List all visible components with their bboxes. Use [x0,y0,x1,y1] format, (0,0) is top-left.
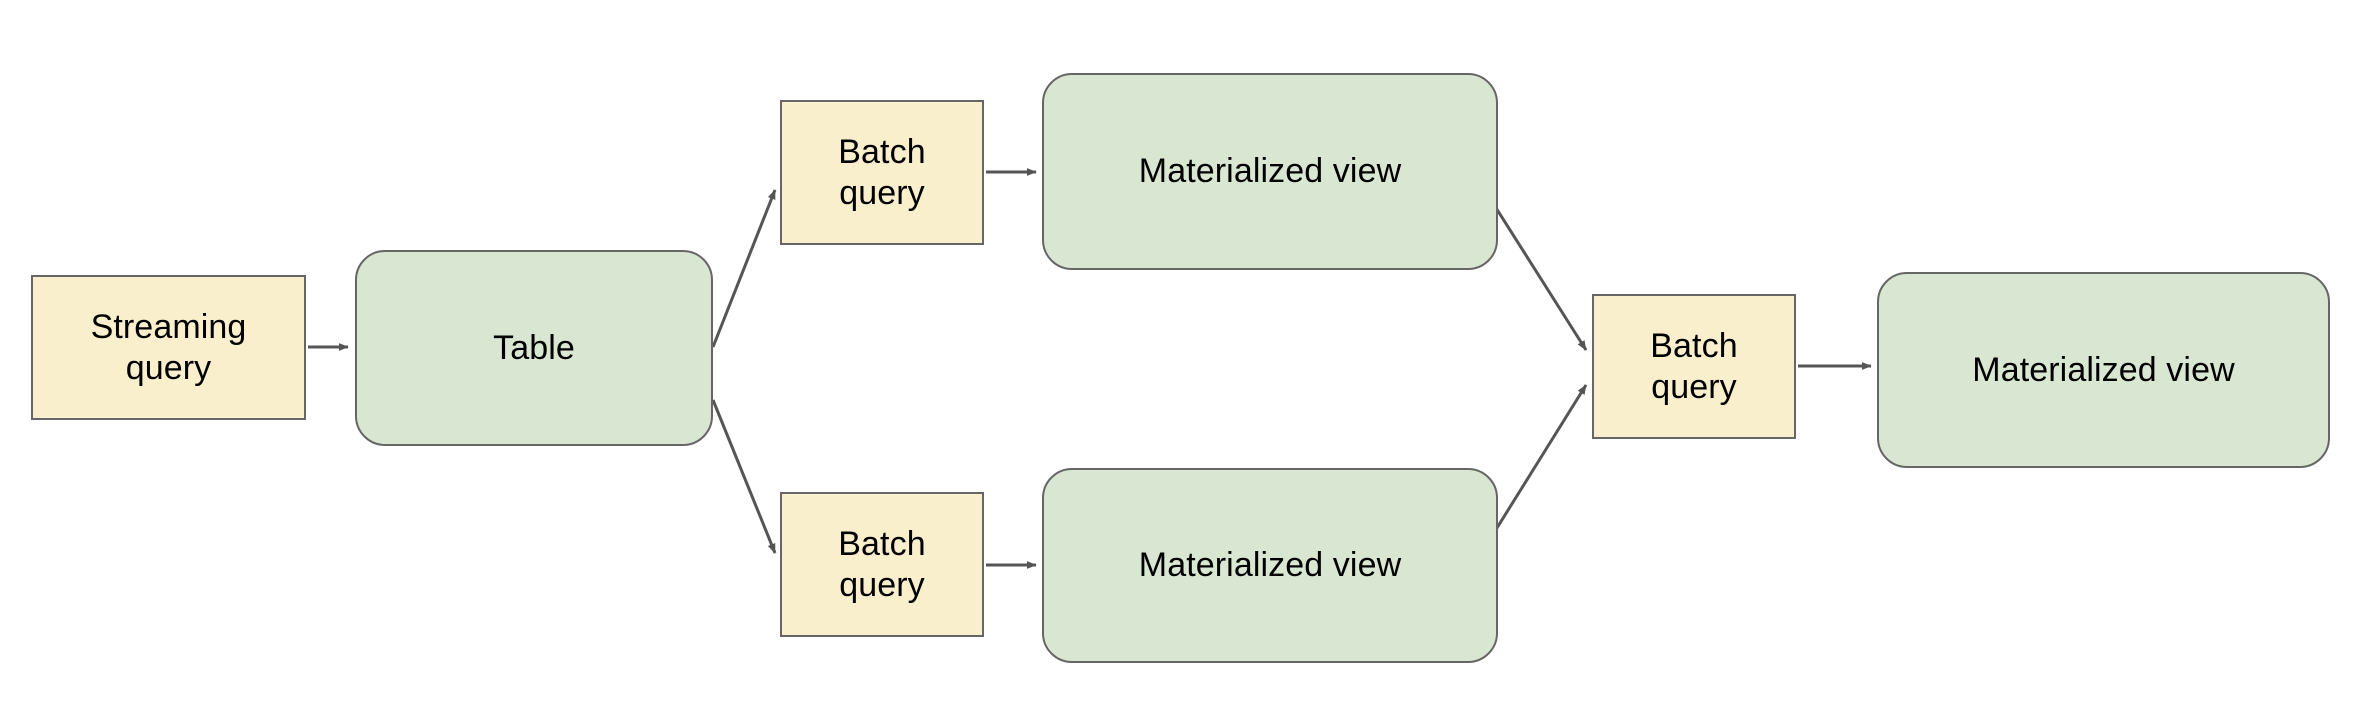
node-batch-query-bottom[interactable]: Batch query [780,492,984,637]
node-materialized-view-final[interactable]: Materialized view [1877,272,2330,468]
node-label-materialized-view-bottom: Materialized view [1138,546,1402,585]
node-batch-query-merge[interactable]: Batch query [1592,294,1796,439]
node-streaming-query[interactable]: Streaming query [31,275,306,420]
edge-table-to-batch-top [711,189,777,348]
node-label-materialized-view-final: Materialized view [1972,350,2235,389]
node-label-batch-query-top: Batch query [838,133,926,212]
node-label-streaming-query: Streaming query [90,308,247,387]
node-label-batch-query-merge: Batch query [1650,327,1738,406]
node-materialized-view-bottom[interactable]: Materialized view [1042,468,1498,663]
node-label-materialized-view-top: Materialized view [1138,152,1402,191]
node-batch-query-top[interactable]: Batch query [780,100,984,245]
node-label-batch-query-bottom: Batch query [838,525,926,604]
edge-table-to-batch-bottom [711,399,777,554]
node-table[interactable]: Table [355,250,713,446]
node-materialized-view-top[interactable]: Materialized view [1042,73,1498,270]
node-label-table: Table [493,328,575,367]
